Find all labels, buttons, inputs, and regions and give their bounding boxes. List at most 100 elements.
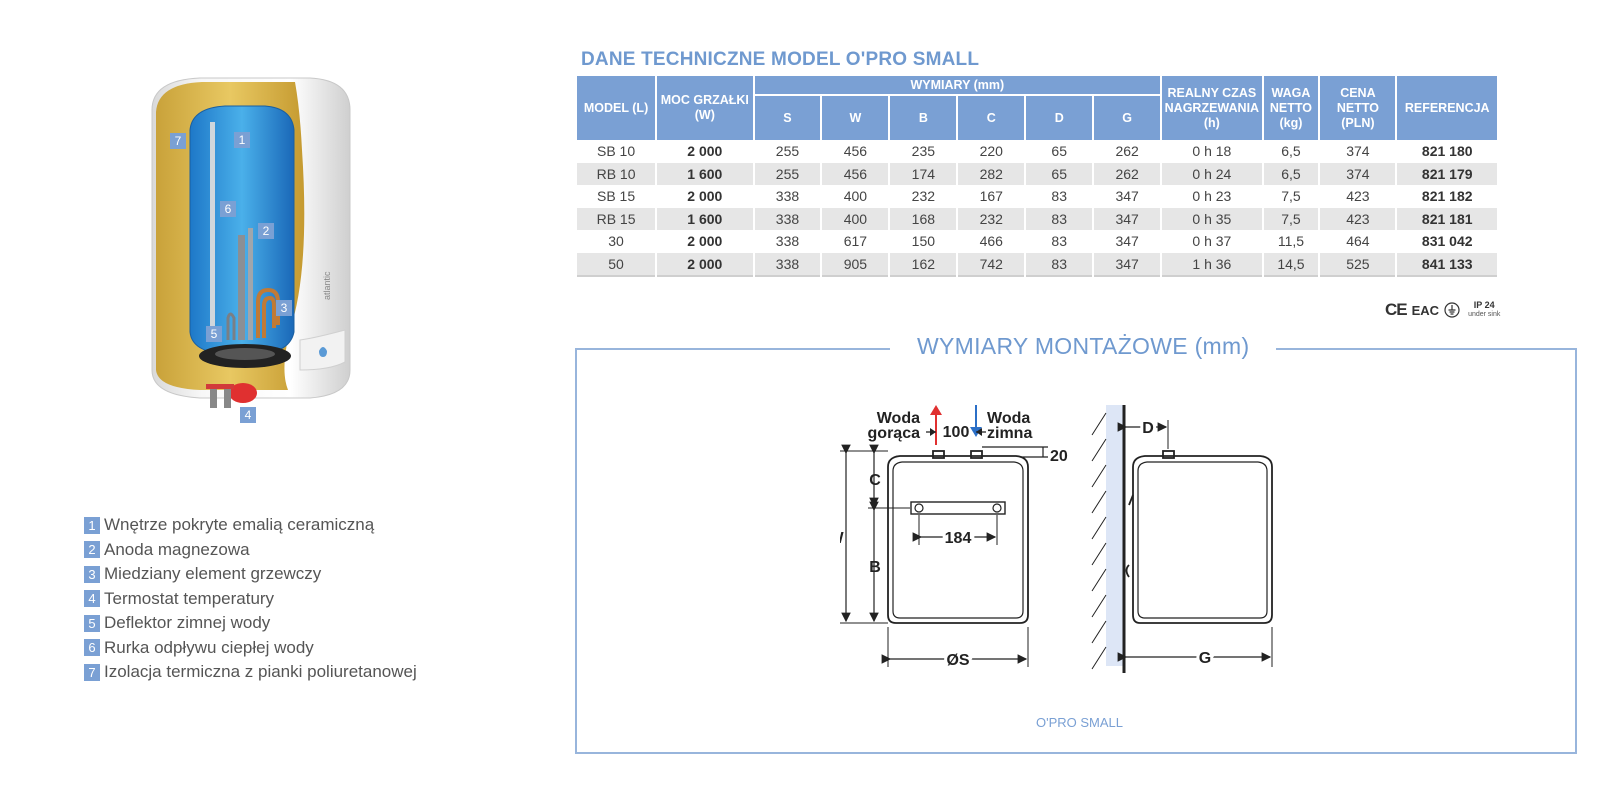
diameter-dimension: ØS: [946, 652, 969, 669]
table-cell: 83: [1026, 207, 1093, 230]
mounting-title: WYMIARY MONTAŻOWE (mm): [890, 333, 1277, 360]
table-cell: 162: [890, 252, 957, 277]
height-w-dimension: W: [840, 530, 844, 547]
table-cell: 0 h 18: [1192, 143, 1232, 160]
water-heater-cutaway-image: atlantic 7 1 6 2 3 5 4: [151, 77, 351, 423]
table-cell: 0 h 23: [1192, 188, 1232, 205]
legend-text: Anoda magnezowa: [104, 539, 250, 559]
header-waga: WAGA NETTO (kg): [1263, 76, 1319, 140]
svg-text:6: 6: [225, 202, 232, 216]
table-cell: 0 h 35: [1162, 207, 1262, 230]
table-cell: 347: [1094, 207, 1161, 230]
ip-code: IP 24: [1473, 300, 1495, 310]
table-cell: 6,5: [1281, 143, 1301, 160]
cold-water-label-2: zimna: [987, 425, 1032, 442]
table-cell: 347: [1115, 233, 1139, 250]
d-dimension: D: [1142, 420, 1154, 437]
table-cell: 220: [979, 143, 1003, 160]
legend-text: Termostat temperatury: [104, 588, 275, 608]
hot-water-arrow-icon: [930, 405, 942, 415]
table-cell: 423: [1320, 207, 1396, 230]
table-cell: 347: [1094, 252, 1161, 277]
legend-text: Deflektor zimnej wody: [104, 613, 271, 633]
table-cell: 831 042: [1421, 233, 1473, 250]
table-cell: 235: [911, 143, 936, 160]
ip-rating: IP 24 under sink: [1468, 301, 1500, 319]
header-model: MODEL (L): [577, 76, 656, 140]
header-b: B: [890, 94, 957, 140]
table-cell: 821 179: [1397, 162, 1497, 185]
header-moc: MOC GRZAŁKI (W): [657, 76, 753, 140]
header-czas: REALNY CZAS NAGRZEWANIA (h): [1162, 76, 1262, 140]
table-cell: 14,5: [1263, 252, 1319, 277]
table-cell: 423: [1346, 188, 1370, 205]
table-cell: 841 133: [1397, 252, 1497, 277]
table-cell: 6,5: [1263, 162, 1319, 185]
table-cell: 150: [911, 233, 936, 250]
table-cell: 525: [1320, 252, 1396, 277]
table-cell: 905: [822, 252, 889, 277]
table-cell: 282: [958, 162, 1025, 185]
table-cell: 464: [1346, 233, 1370, 250]
table-cell: 821 181: [1397, 207, 1497, 230]
table-cell: 1 600: [657, 207, 753, 230]
mounting-caption: O'PRO SMALL: [1036, 715, 1124, 730]
table-cell: 338: [754, 252, 821, 277]
table-cell: 347: [1115, 188, 1139, 205]
table-cell: 456: [822, 162, 889, 185]
header-w: W: [822, 94, 889, 140]
header-wymiary: WYMIARY (mm): [754, 76, 1161, 94]
legend-text: Miedziany element grzewczy: [104, 564, 322, 584]
table-cell: SB 15: [596, 188, 636, 205]
legend-text: Rurka odpływu ciepłej wody: [104, 637, 314, 657]
table-cell: 2 000: [687, 188, 723, 205]
legend-number: 2: [84, 541, 100, 559]
legend-number: 5: [84, 614, 100, 632]
table-cell: 742: [958, 252, 1025, 277]
table-cell: 374: [1320, 162, 1396, 185]
table-cell: 2 000: [687, 233, 723, 250]
ip-note: under sink: [1468, 311, 1501, 318]
table-cell: 262: [1115, 143, 1139, 160]
ce-mark: CE: [1385, 300, 1408, 319]
table-cell: 262: [1094, 162, 1161, 185]
b-dimension: B: [869, 559, 881, 576]
table-cell: SB 10: [596, 143, 636, 160]
hot-water-label-2: gorąca: [868, 425, 921, 442]
header-ref: REFERENCJA: [1397, 76, 1497, 140]
header-c: C: [958, 94, 1025, 140]
c-dimension: C: [869, 472, 881, 489]
svg-text:7: 7: [175, 134, 182, 148]
legend-number: 1: [84, 516, 100, 534]
table-cell: 174: [890, 162, 957, 185]
table-cell: 2 000: [657, 252, 753, 277]
cold-water-label: Woda: [987, 410, 1030, 427]
table-cell: 1 600: [657, 162, 753, 185]
svg-text:5: 5: [211, 327, 218, 341]
table-cell: 617: [843, 233, 868, 250]
table-cell: 338: [754, 207, 821, 230]
svg-text:1: 1: [239, 133, 246, 147]
table-cell: 30: [608, 233, 624, 250]
brand-mark: atlantic: [322, 271, 332, 300]
table-cell: 821 182: [1421, 188, 1473, 205]
eac-mark: EAC: [1411, 302, 1440, 318]
legend-number: 7: [84, 663, 100, 681]
table-cell: 7,5: [1263, 207, 1319, 230]
legend-text: Wnętrze pokryte emalią ceramiczną: [104, 515, 375, 535]
table-cell: 338: [775, 233, 800, 250]
table-cell: 2 000: [687, 143, 723, 160]
header-g: G: [1094, 94, 1161, 140]
top-offset-dimension: 20: [1050, 448, 1068, 465]
table-cell: 255: [754, 162, 821, 185]
